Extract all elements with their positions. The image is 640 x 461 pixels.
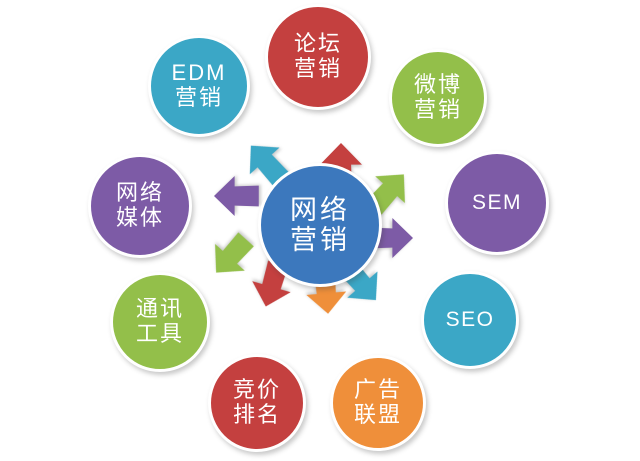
center-node-label: 营销	[290, 225, 350, 255]
node-wangluo-meiti[interactable]: 网络媒体	[88, 154, 192, 258]
center-node-label: 网络	[290, 194, 350, 225]
node-weibo-yingxiao-label: 营销	[413, 97, 462, 122]
node-jingjia-paiming[interactable]: 竞价排名	[208, 354, 306, 452]
node-tongxun-gongju[interactable]: 通讯工具	[110, 272, 210, 372]
node-edm-yingxiao-label: EDM	[171, 60, 227, 86]
node-seo[interactable]: SEO	[421, 271, 519, 369]
node-wangluo-meiti-label: 媒体	[115, 205, 164, 230]
node-jingjia-paiming-label: 排名	[232, 402, 281, 427]
node-guanggao-lianmeng[interactable]: 广告联盟	[330, 355, 426, 451]
node-guanggao-lianmeng-label: 广告	[353, 377, 402, 403]
node-weibo-yingxiao-label: 微博	[413, 72, 462, 98]
node-seo-label: SEO	[445, 308, 495, 332]
node-tongxun-gongju-label: 通讯	[135, 296, 184, 322]
node-luntan-yingxiao-label: 营销	[293, 56, 342, 81]
node-jingjia-paiming-label: 竞价	[232, 377, 281, 403]
node-tongxun-gongju-label: 工具	[135, 321, 184, 346]
node-wangluo-meiti-label: 网络	[115, 180, 164, 206]
node-sem[interactable]: SEM	[445, 151, 549, 255]
node-edm-yingxiao-label: 营销	[174, 85, 223, 110]
node-guanggao-lianmeng-label: 联盟	[353, 402, 402, 427]
center-node[interactable]: 网络营销	[258, 163, 382, 287]
node-sem-label: SEM	[471, 191, 522, 215]
node-weibo-yingxiao[interactable]: 微博营销	[389, 49, 487, 147]
node-luntan-yingxiao[interactable]: 论坛营销	[265, 4, 371, 110]
node-luntan-yingxiao-label: 论坛	[293, 31, 342, 57]
